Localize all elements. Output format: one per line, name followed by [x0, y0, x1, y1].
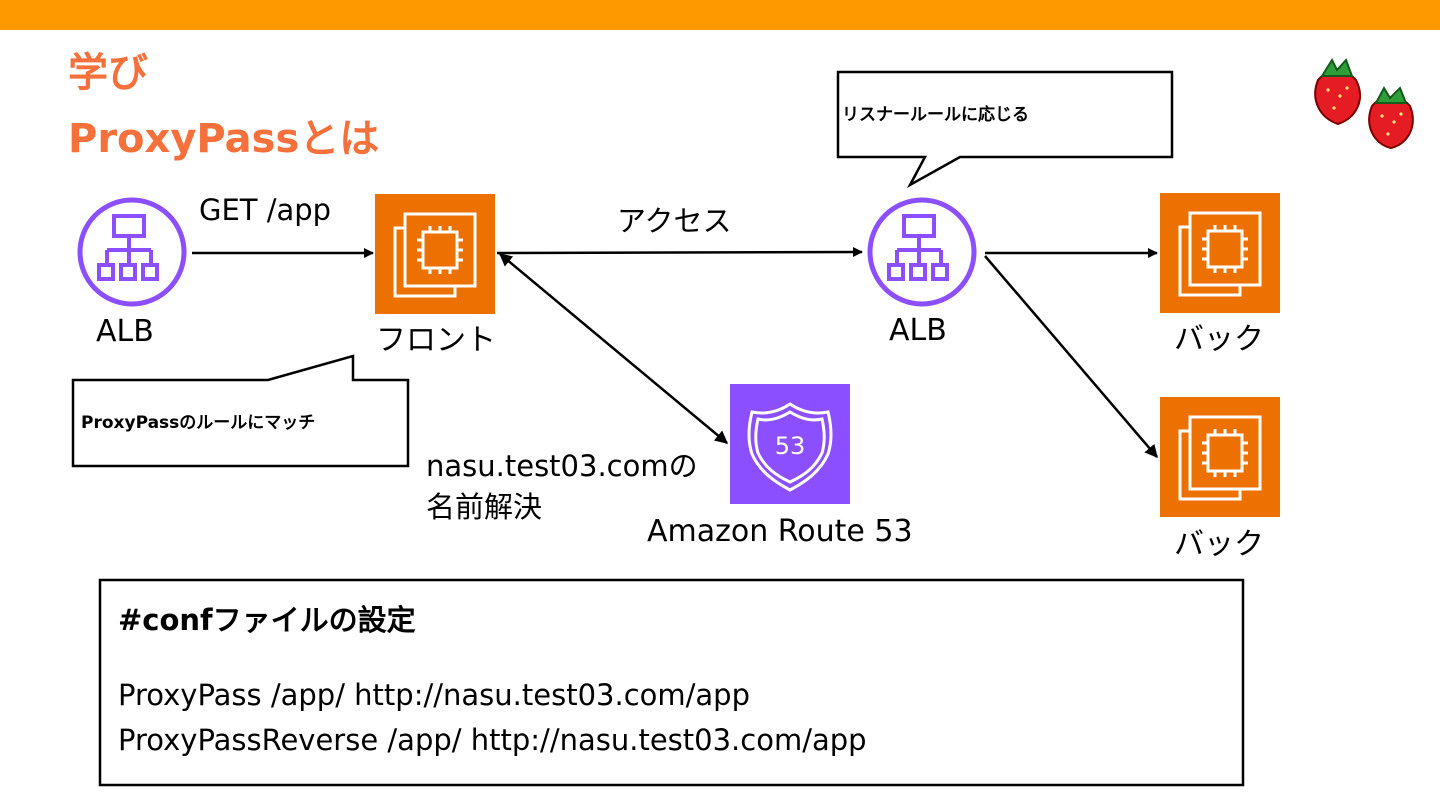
back-top-ec2-node: [1160, 193, 1280, 313]
strawberry-icon: [1368, 85, 1414, 150]
proxypass-callout: [71, 354, 410, 468]
arrow-front-route53: [499, 253, 728, 444]
resolve-label-line2: 名前解決: [426, 490, 543, 524]
access-label: アクセス: [617, 204, 732, 238]
conf-line-proxypass: ProxyPass /app/ http://nasu.test03.com/a…: [118, 678, 750, 712]
alb-left-node: [77, 197, 187, 307]
route53-shield-icon: [747, 402, 833, 492]
front-ec2-node: [375, 194, 495, 314]
page-subtitle: ProxyPassとは: [68, 116, 380, 162]
arrow-front-to-alb: [496, 247, 863, 258]
alb-right-node: [867, 197, 977, 307]
proxypass-callout-text: ProxyPassのルールにマッチ: [81, 413, 316, 433]
route53-label: Amazon Route 53: [647, 514, 913, 549]
arrow-alb-to-back-bottom: [984, 255, 1158, 458]
conf-title: #confファイルの設定: [118, 603, 416, 637]
listener-callout: [836, 70, 1174, 189]
route53-badge: 53: [775, 432, 806, 460]
alb-left-label: ALB: [96, 314, 154, 349]
load-balancer-icon: [97, 214, 159, 281]
alb-right-label: ALB: [889, 313, 947, 348]
route53-node: 53: [730, 384, 850, 504]
back-bottom-label: バック: [1174, 527, 1264, 562]
get-app-label: GET /app: [199, 193, 332, 227]
listener-callout-text: リスナールールに応じる: [842, 105, 1029, 125]
back-top-label: バック: [1174, 322, 1264, 357]
page-title: 学び: [68, 50, 148, 96]
strawberry-icon: [1314, 57, 1361, 126]
back-bottom-ec2-node: [1160, 397, 1280, 517]
conf-line-proxypassreverse: ProxyPassReverse /app/ http://nasu.test0…: [118, 723, 867, 757]
ec2-instance-icon: [1178, 211, 1262, 297]
load-balancer-icon: [887, 214, 949, 281]
conf-box: [98, 578, 1245, 787]
ec2-instance-icon: [393, 212, 477, 298]
top-accent-bar: [0, 0, 1440, 30]
ec2-instance-icon: [1178, 415, 1262, 501]
resolve-label-line1: nasu.test03.comの: [426, 449, 698, 483]
front-label: フロント: [376, 323, 496, 358]
